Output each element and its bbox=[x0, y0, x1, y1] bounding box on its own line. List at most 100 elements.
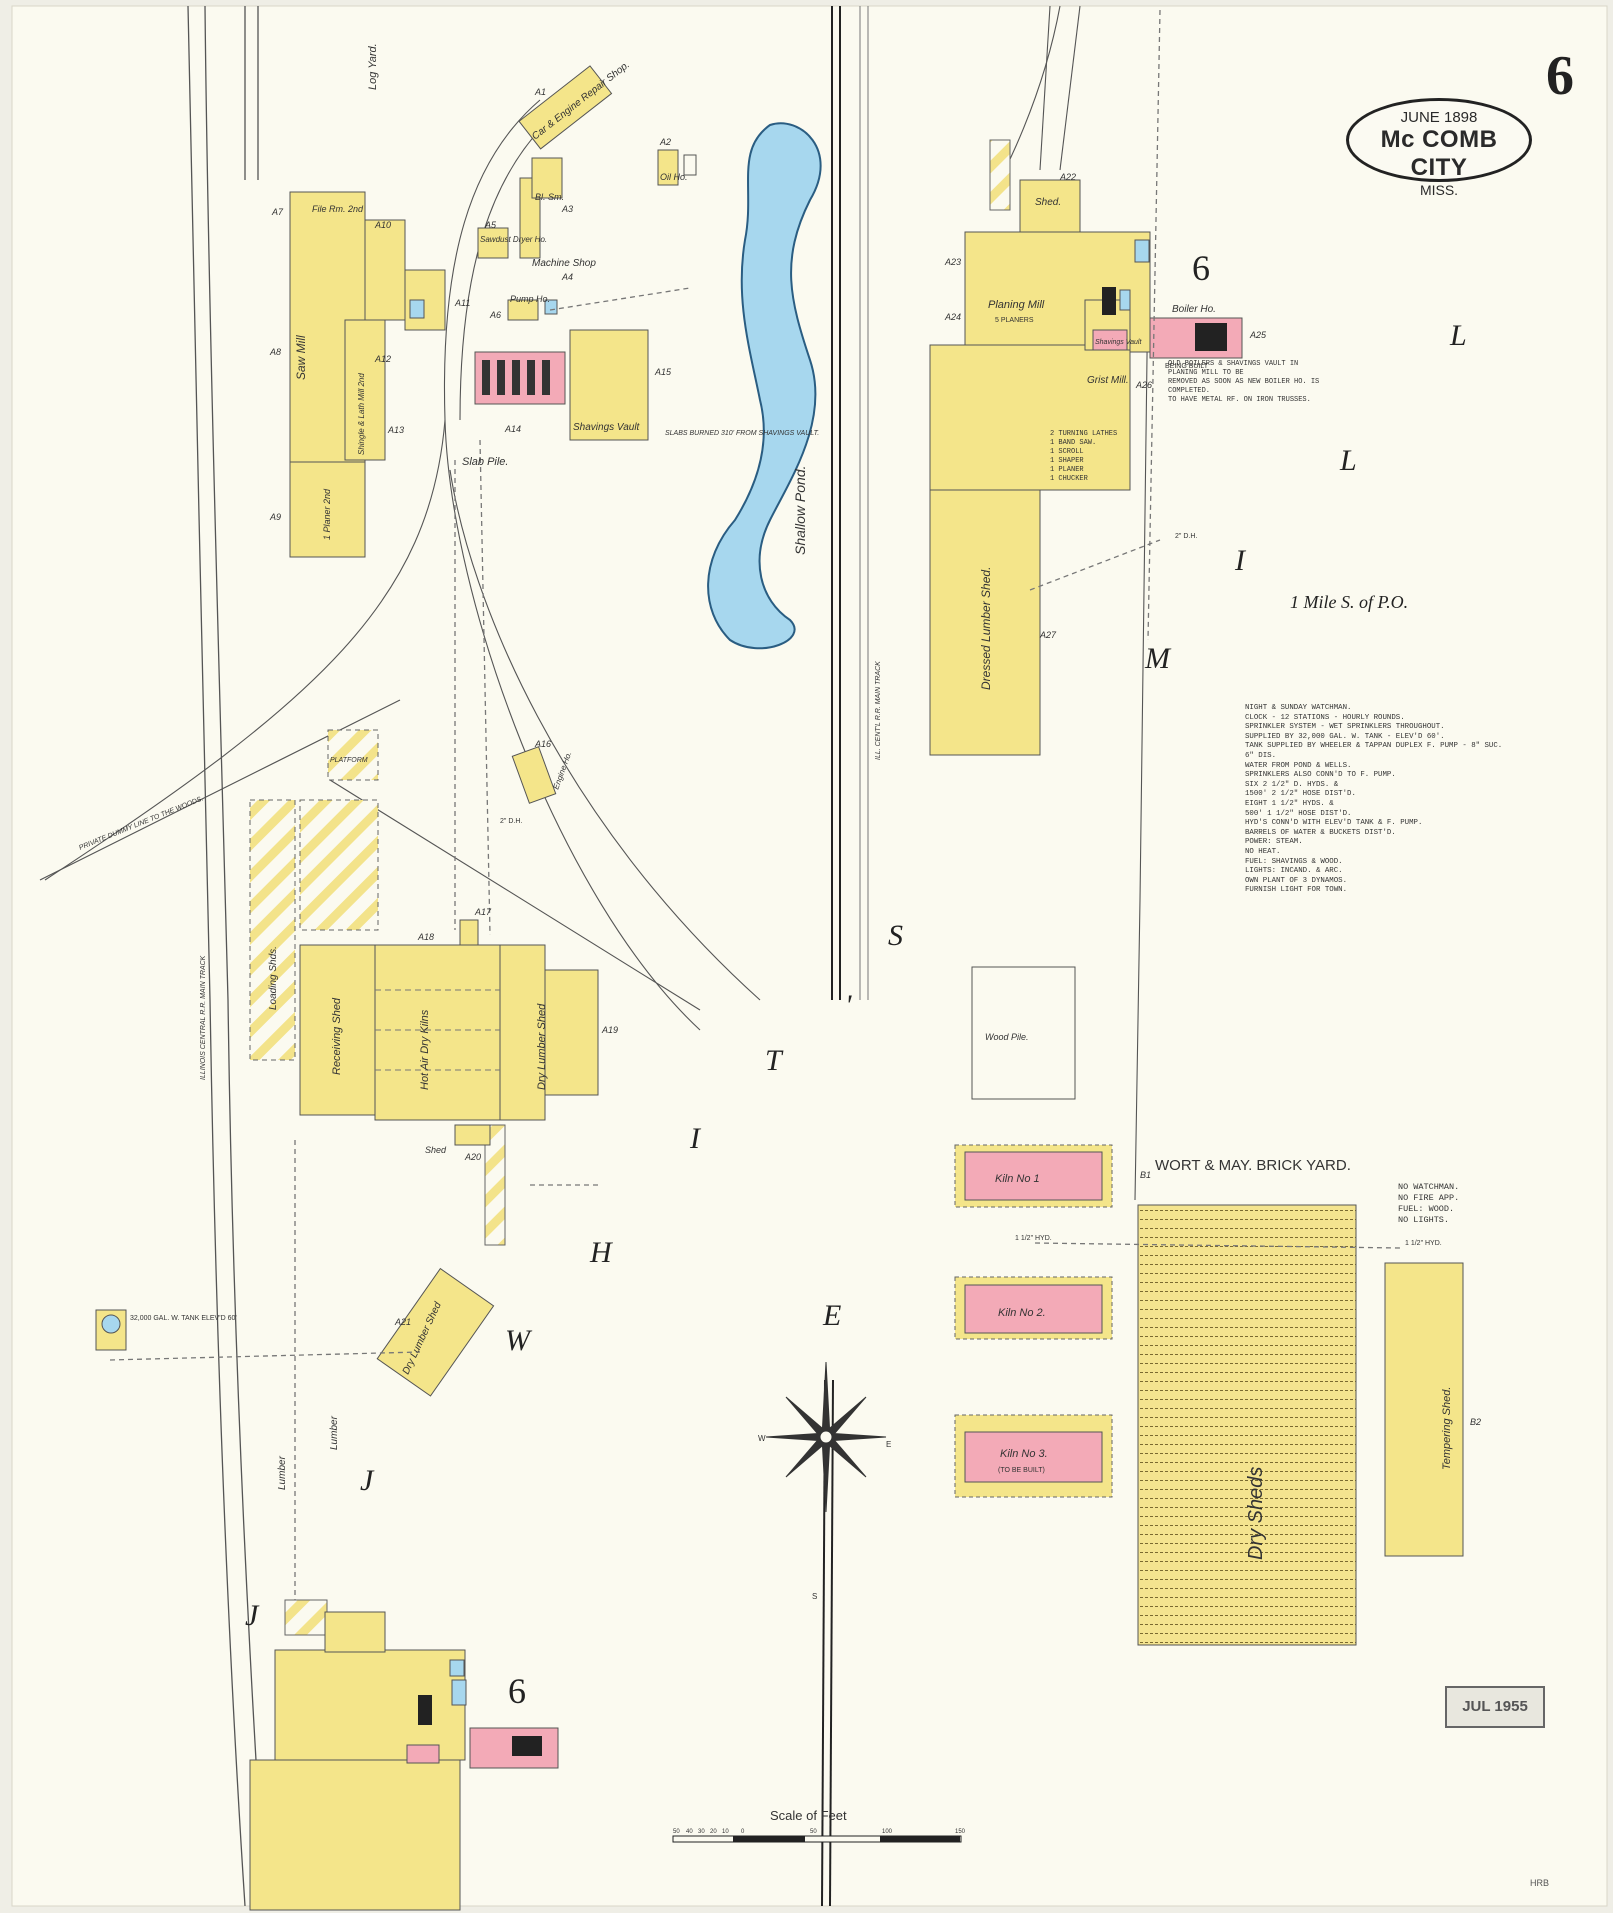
car-shop bbox=[518, 65, 613, 150]
boiler-notes: OLD BOILERS & SHAVINGS VAULT IN PLANING … bbox=[1168, 360, 1320, 404]
svg-text:5 PLANERS: 5 PLANERS bbox=[995, 317, 1034, 324]
loading-sheds bbox=[249, 799, 296, 1061]
svg-text:S: S bbox=[888, 919, 903, 952]
svg-text:Shed: Shed bbox=[425, 1145, 447, 1155]
svg-text:A1: A1 bbox=[534, 87, 546, 97]
svg-text:Hot Air Dry Kilns: Hot Air Dry Kilns bbox=[419, 1009, 431, 1090]
svg-text:B1: B1 bbox=[1140, 1170, 1151, 1180]
blue-tank-1 bbox=[409, 299, 425, 319]
kiln-3 bbox=[964, 1431, 1103, 1483]
kiln-1 bbox=[964, 1151, 1103, 1201]
svg-text:Log Yard.: Log Yard. bbox=[367, 43, 379, 90]
svg-text:20: 20 bbox=[710, 1829, 717, 1835]
svg-text:A9: A9 bbox=[269, 512, 281, 522]
big-6-right: 6 bbox=[1192, 248, 1210, 288]
svg-text:BEING BUILT: BEING BUILT bbox=[1165, 363, 1209, 370]
svg-text:1 1/2" HYD.: 1 1/2" HYD. bbox=[1405, 1240, 1442, 1247]
svg-text:A21: A21 bbox=[394, 1317, 411, 1327]
svg-text:Machine Shop: Machine Shop bbox=[532, 258, 596, 269]
svg-text:Saw Mill: Saw Mill bbox=[294, 335, 308, 380]
svg-text:': ' bbox=[845, 989, 852, 1022]
dry-sheds bbox=[1137, 1204, 1357, 1646]
svg-text:Grist Mill.: Grist Mill. bbox=[1087, 375, 1129, 386]
svg-text:PLATFORM: PLATFORM bbox=[330, 757, 368, 764]
svg-text:A20: A20 bbox=[464, 1152, 481, 1162]
water-tank bbox=[101, 1314, 121, 1334]
railroad-left bbox=[187, 5, 266, 1907]
svg-text:ILL. CENT'L R.R. MAIN TRACK: ILL. CENT'L R.R. MAIN TRACK bbox=[875, 661, 882, 760]
map-state: MISS. bbox=[1419, 182, 1459, 198]
svg-text:Planing Mill: Planing Mill bbox=[988, 299, 1045, 311]
sheet-number: 6 bbox=[1546, 45, 1574, 107]
svg-text:A7: A7 bbox=[271, 207, 284, 217]
planing-blue-2 bbox=[1119, 289, 1131, 311]
svg-text:ILLINOIS CENTRAL R.R. MAIN TRA: ILLINOIS CENTRAL R.R. MAIN TRACK bbox=[200, 955, 207, 1080]
compass-rose bbox=[765, 1361, 887, 1513]
lower-blue-2 bbox=[451, 1679, 467, 1706]
svg-text:Lumber: Lumber bbox=[329, 1415, 340, 1450]
svg-text:A19: A19 bbox=[601, 1025, 618, 1035]
district-name: J J W H I T E ' S M I L L bbox=[245, 319, 1467, 1632]
svg-text:Wood Pile.: Wood Pile. bbox=[985, 1032, 1029, 1042]
tempering-shed bbox=[1384, 1262, 1464, 1557]
lower-mill bbox=[249, 1611, 466, 1911]
svg-text:0: 0 bbox=[741, 1829, 745, 1835]
sawmill-boiler-tubes bbox=[482, 360, 550, 395]
svg-text:WORT & MAY. BRICK YARD.: WORT & MAY. BRICK YARD. bbox=[1155, 1157, 1351, 1174]
svg-text:100: 100 bbox=[882, 1829, 893, 1835]
svg-text:M: M bbox=[1144, 642, 1172, 675]
svg-text:Kiln No 2.: Kiln No 2. bbox=[998, 1307, 1046, 1319]
dry-lumber-shed-2 bbox=[376, 1267, 495, 1397]
scale-label: Scale of Feet bbox=[770, 1808, 847, 1823]
svg-text:Loading Shds.: Loading Shds. bbox=[268, 946, 279, 1010]
kiln-2 bbox=[964, 1284, 1103, 1334]
hatched-thin-1 bbox=[484, 1124, 506, 1246]
lower-blue-1 bbox=[449, 1659, 465, 1677]
svg-text:A17: A17 bbox=[474, 907, 492, 917]
svg-text:A15: A15 bbox=[654, 367, 672, 377]
svg-text:150: 150 bbox=[955, 1829, 966, 1835]
svg-text:A23: A23 bbox=[944, 257, 961, 267]
svg-text:J: J bbox=[245, 1599, 260, 1632]
draftsman-initials: HRB bbox=[1530, 1878, 1550, 1888]
svg-text:A12: A12 bbox=[374, 354, 391, 364]
shallow-pond bbox=[707, 122, 822, 650]
svg-text:Oil Ho.: Oil Ho. bbox=[660, 172, 688, 182]
svg-text:A14: A14 bbox=[504, 424, 521, 434]
svg-text:Shingle & Lath Mill 2nd: Shingle & Lath Mill 2nd bbox=[357, 373, 366, 455]
svg-text:A25: A25 bbox=[1249, 330, 1267, 340]
svg-text:A6: A6 bbox=[489, 310, 501, 320]
svg-text:Dry Sheds: Dry Sheds bbox=[1245, 1467, 1267, 1560]
scale-bar-fill-1 bbox=[733, 1836, 805, 1842]
svg-text:Kiln No 1: Kiln No 1 bbox=[995, 1173, 1040, 1185]
svg-text:File Rm. 2nd: File Rm. 2nd bbox=[312, 204, 364, 214]
compass-w: W bbox=[758, 1434, 766, 1443]
svg-text:I: I bbox=[689, 1122, 702, 1155]
svg-text:E: E bbox=[822, 1299, 841, 1332]
wood-pile bbox=[971, 966, 1076, 1100]
scale-bar-fill-2 bbox=[880, 1836, 960, 1842]
planing-boiler bbox=[1102, 287, 1116, 315]
svg-text:B2: B2 bbox=[1470, 1417, 1481, 1427]
svg-text:1 Planer 2nd: 1 Planer 2nd bbox=[322, 488, 332, 540]
svg-text:A27: A27 bbox=[1039, 630, 1057, 640]
svg-text:Dressed Lumber Shed.: Dressed Lumber Shed. bbox=[979, 567, 993, 690]
svg-text:A18: A18 bbox=[417, 932, 434, 942]
saw-mill-complex bbox=[289, 157, 649, 804]
svg-text:A8: A8 bbox=[269, 347, 281, 357]
svg-text:Shavings Vault: Shavings Vault bbox=[573, 422, 641, 433]
compass-e: E bbox=[886, 1440, 891, 1449]
svg-text:40: 40 bbox=[686, 1829, 693, 1835]
svg-text:Lumber: Lumber bbox=[277, 1455, 288, 1490]
svg-text:A26: A26 bbox=[1135, 380, 1152, 390]
big-6-left: 6 bbox=[508, 1671, 526, 1711]
svg-text:30: 30 bbox=[698, 1829, 705, 1835]
lower-boiler-inner bbox=[512, 1736, 542, 1756]
svg-text:Bl. Sm.: Bl. Sm. bbox=[535, 192, 564, 202]
date-stamp: JUL 1955 bbox=[1445, 1686, 1545, 1728]
receiving-complex bbox=[299, 919, 599, 1146]
hatched-lower-left bbox=[284, 1599, 328, 1636]
svg-text:A2: A2 bbox=[659, 137, 671, 147]
lower-pink bbox=[406, 1744, 440, 1764]
